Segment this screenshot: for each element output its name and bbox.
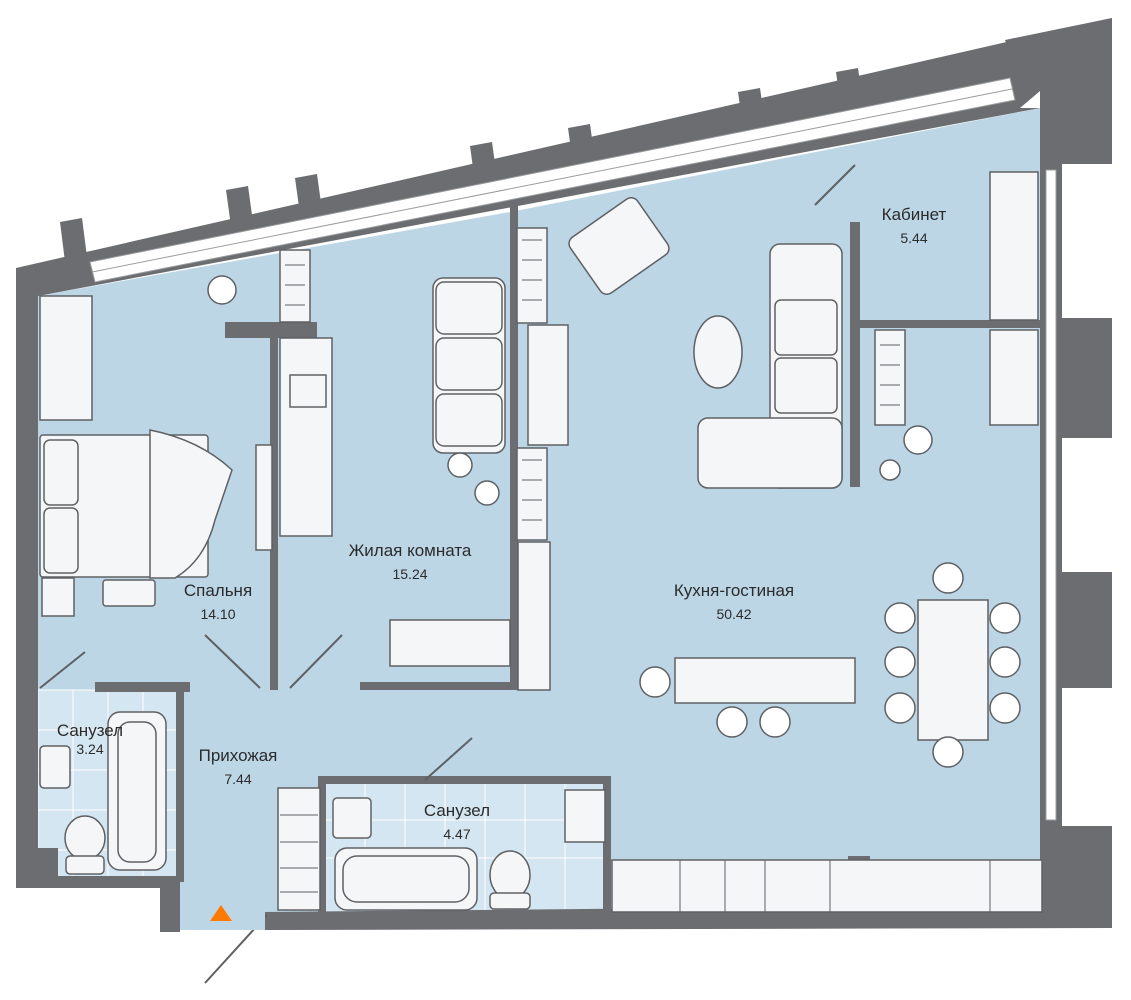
- room-name: Спальня: [183, 581, 253, 600]
- dining-chairs: [207, 275, 1021, 768]
- room-label-bedroom: Спальня 14.10: [184, 581, 252, 622]
- room-label-bath1: Санузел 3.24: [57, 721, 123, 757]
- entrance-arrow-icon: [210, 905, 232, 921]
- room-area: 7.44: [224, 770, 252, 787]
- hall-door-gap: [180, 912, 265, 930]
- right-window: [1045, 169, 1057, 821]
- room-name: Кухня-гостиная: [673, 581, 795, 600]
- shelf-lines: [280, 239, 991, 912]
- room-label-kitchen: Кухня-гостиная 50.42: [674, 581, 794, 622]
- room-label-bath2: Санузел 4.47: [424, 801, 490, 842]
- room-area: 15.24: [392, 565, 428, 582]
- room-name: Кабинет: [881, 205, 947, 224]
- room-area: 5.44: [900, 229, 928, 246]
- room-area: 50.42: [716, 605, 752, 622]
- room-area: 3.24: [76, 740, 104, 757]
- room-area: 14.10: [200, 605, 236, 622]
- room-label-living: Жилая комната 15.24: [349, 541, 472, 582]
- room-name: Санузел: [423, 801, 491, 820]
- room-name: Жилая комната: [348, 541, 472, 560]
- room-label-hall: Прихожая 7.44: [199, 746, 278, 787]
- room-name: Санузел: [56, 721, 124, 740]
- interior-walls: [36, 205, 1040, 916]
- room-label-office: Кабинет 5.44: [882, 205, 947, 246]
- furniture: [39, 171, 1043, 913]
- room-name: Прихожая: [198, 746, 278, 765]
- room-area: 4.47: [443, 825, 471, 842]
